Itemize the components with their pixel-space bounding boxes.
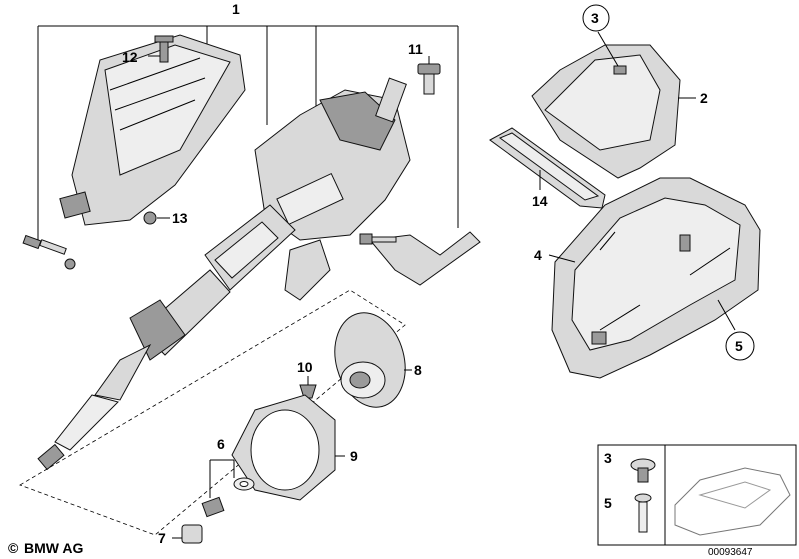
callout-11-label: 11 [408, 41, 423, 57]
callout-5-circle [725, 331, 755, 361]
steering-column [37, 34, 481, 471]
nut-13 [143, 211, 170, 225]
callout-1-label: 1 [232, 1, 240, 17]
callout-9-label: 9 [350, 448, 358, 464]
brand-label: BMW AG [24, 540, 83, 556]
part-14-rail [489, 127, 606, 209]
callout-5-label: 5 [735, 338, 743, 354]
callout-8-label: 8 [414, 362, 422, 378]
callout-14-label: 14 [532, 193, 548, 209]
screw-11 [417, 56, 441, 95]
part-6 [201, 459, 255, 518]
inset-panel [597, 444, 797, 546]
bolt-left-lower [22, 234, 76, 270]
document-number: 00093647 [708, 547, 753, 558]
inset-label-3: 3 [604, 450, 612, 466]
part-9-ring [231, 394, 345, 501]
bolt-right [359, 233, 397, 245]
callout-6-label: 6 [217, 436, 225, 452]
part-4-lower-cover [548, 177, 761, 379]
callout-3-label: 3 [591, 10, 599, 26]
callout-13-label: 13 [172, 210, 188, 226]
part-8-cone [334, 312, 412, 408]
callout-3-circle [582, 4, 610, 32]
callout-7-label: 7 [158, 530, 166, 546]
part-10-clip [299, 376, 317, 399]
bolt-12 [148, 35, 174, 63]
inset-label-5: 5 [604, 495, 612, 511]
callout-1-bracket [37, 25, 459, 240]
callout-4-label: 4 [534, 247, 542, 263]
group-boundary [19, 289, 406, 536]
part-2-upper-cover [531, 31, 696, 179]
callout-10-label: 10 [297, 359, 313, 375]
callout-2-label: 2 [700, 90, 708, 106]
copyright-symbol: © [8, 540, 19, 556]
callout-12-label: 12 [122, 49, 138, 65]
part-7-sleeve [172, 524, 203, 544]
